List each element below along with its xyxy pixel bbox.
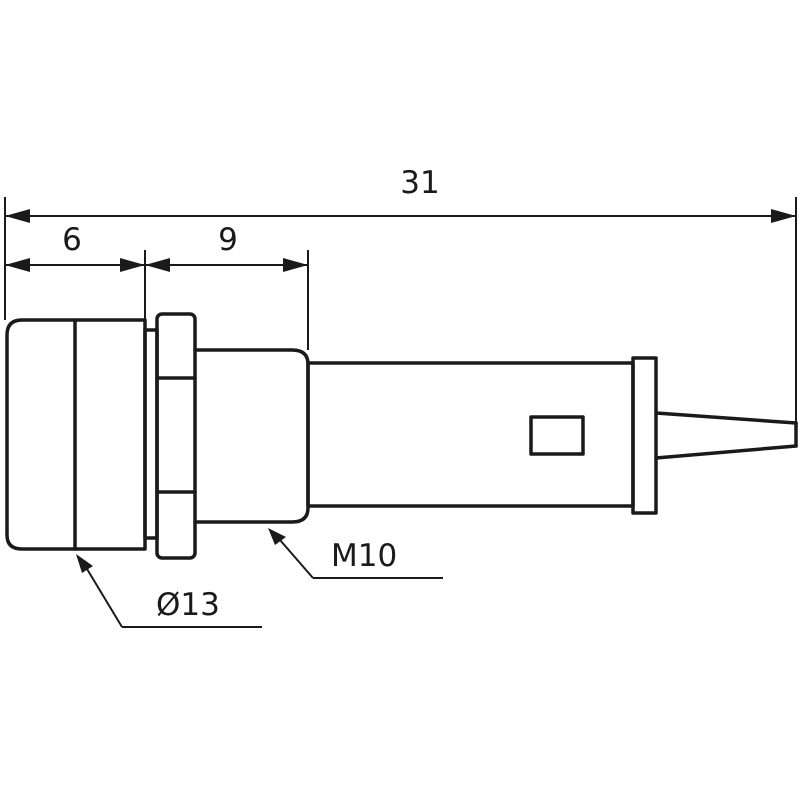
hex-nut: [155, 312, 197, 560]
threaded-section: [193, 348, 310, 524]
cap-ring: [73, 318, 147, 551]
dimension-cap: 6: [5, 222, 145, 272]
callout-thread: M10: [268, 528, 443, 579]
callout-diameter-label: Ø13: [156, 587, 220, 623]
indicator-window: [529, 415, 585, 456]
dimension-thread: 9: [145, 222, 308, 272]
end-flange: [631, 356, 658, 515]
dimension-thread-label: 9: [218, 222, 238, 258]
dimension-overall-label: 31: [400, 165, 439, 201]
indicator-lamp-outline: [5, 312, 798, 560]
dimension-cap-label: 6: [62, 222, 82, 258]
dimension-overall: 31: [5, 165, 796, 223]
extension-lines: [4, 197, 797, 422]
callout-diameter: Ø13: [76, 554, 262, 628]
front-cap: [5, 318, 77, 551]
callout-thread-label: M10: [331, 538, 397, 574]
lead-wires: [654, 411, 798, 460]
washer: [143, 328, 159, 540]
